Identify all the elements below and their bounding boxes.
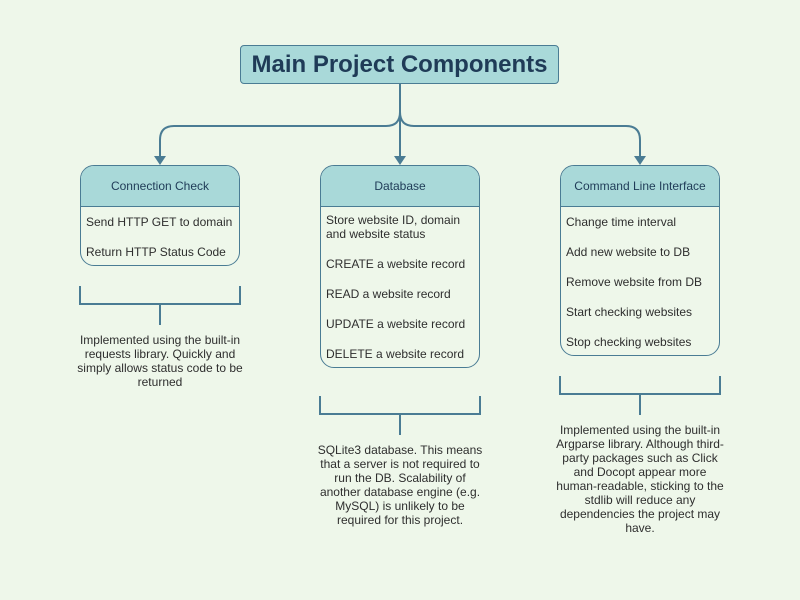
bracket-left [79,286,241,325]
component-item: Add new website to DB [566,245,691,259]
arrowhead-left [154,156,166,165]
arrowhead-center [394,156,406,165]
component-item: Start checking websites [566,305,693,319]
component-header: Connection Check [81,166,239,207]
component-item: DELETE a website record [326,347,465,361]
connector-right [399,111,641,160]
implementation-note-connection-check: Implemented using the built-in requests … [77,333,243,389]
component-card-cli: Command Line Interface Change time inter… [560,165,720,356]
component-item: Remove website from DB [566,275,703,289]
component-item: UPDATE a website record [326,317,466,331]
diagram-title: Main Project Components [240,45,559,84]
arrowhead-right [634,156,646,165]
component-item: CREATE a website record [326,257,466,271]
bracket-right [559,376,721,415]
component-card-database: Database Store website ID, domain and we… [320,165,480,368]
component-item: Store website ID, domain and website sta… [326,213,461,241]
connector-left [159,111,401,160]
component-item: Return HTTP Status Code [86,245,226,259]
component-header: Command Line Interface [561,166,719,207]
bracket-center [319,396,481,435]
component-item: Stop checking websites [566,335,692,349]
component-card-connection-check: Connection Check Send HTTP GET to domain… [80,165,240,266]
component-header: Database [321,166,479,207]
implementation-note-database: SQLite3 database. This means that a serv… [317,443,483,527]
implementation-note-cli: Implemented using the built-in Argparse … [556,423,724,535]
component-item: Change time interval [566,215,677,229]
component-item: Send HTTP GET to domain [86,215,233,229]
component-item: READ a website record [326,287,451,301]
